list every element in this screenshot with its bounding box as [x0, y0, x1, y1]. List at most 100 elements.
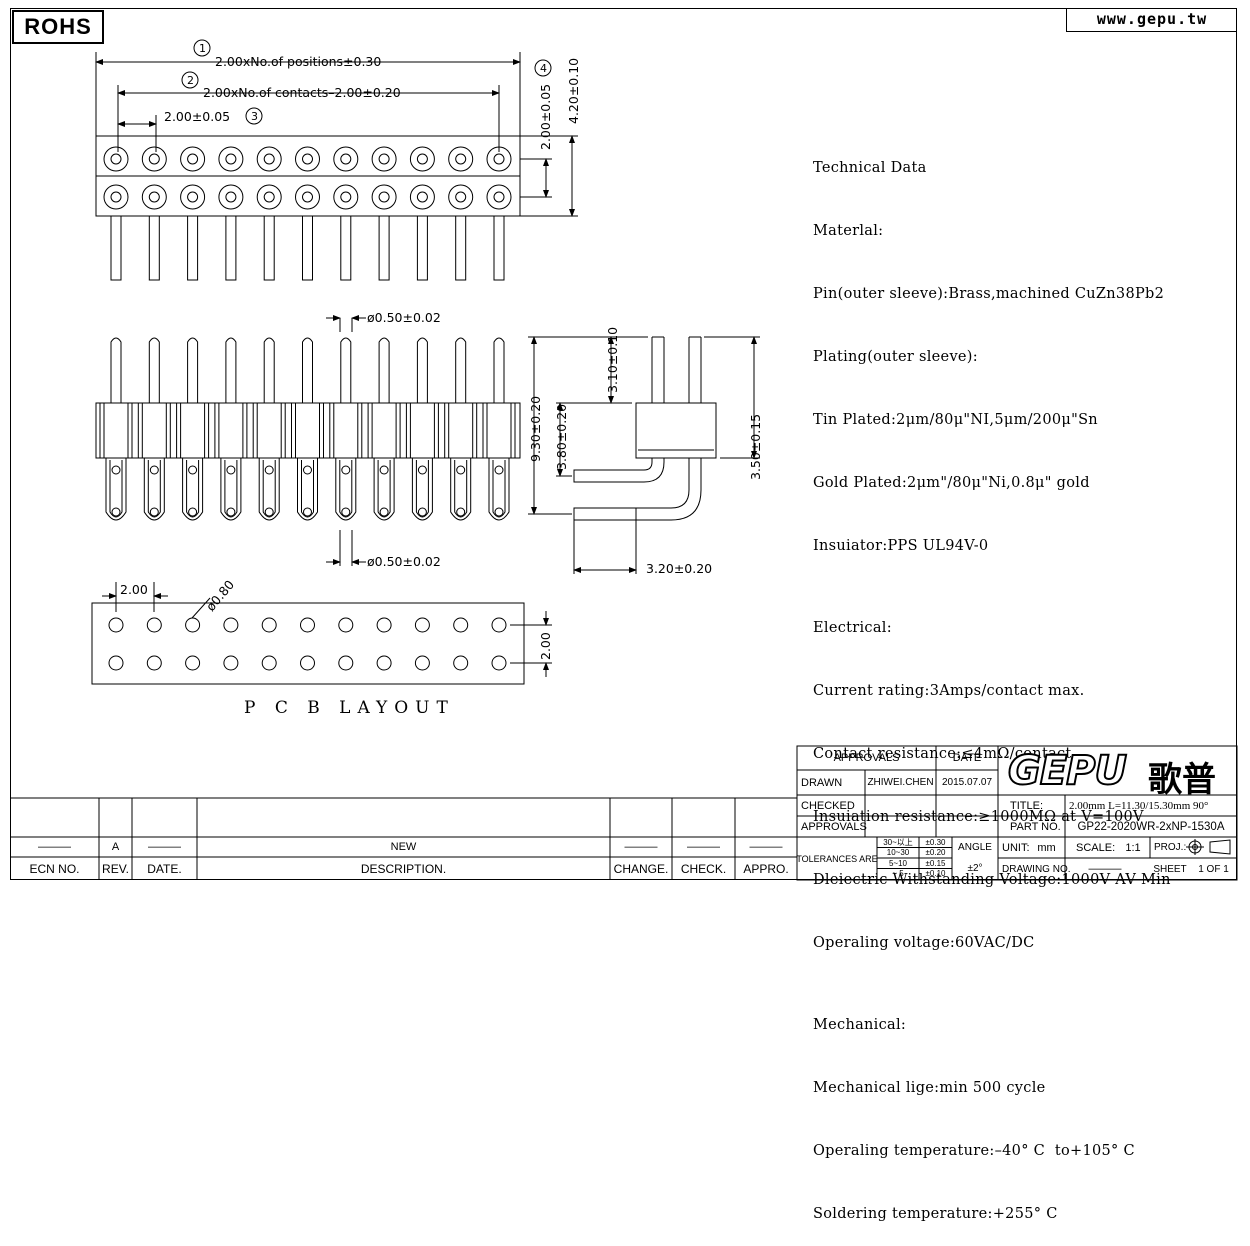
pin-leg	[416, 216, 428, 281]
rev-appro-value: ———	[749, 841, 783, 853]
front-view	[95, 315, 521, 566]
contact-sleeve	[373, 458, 395, 521]
dim-low-height: 3.80±0.20	[554, 404, 569, 470]
dim-pcb-pitch-x: 2.00	[120, 582, 148, 597]
checked-label: CHECKED	[801, 799, 855, 812]
sleeve-body	[291, 402, 324, 459]
socket-outer	[409, 146, 435, 172]
contact-dot	[494, 507, 504, 517]
socket-inner	[225, 191, 237, 203]
sleeve-body	[444, 402, 478, 459]
dim-row-pitch: 2.00±0.05	[538, 84, 553, 150]
socket-inner	[493, 153, 505, 165]
pcb-hole	[261, 617, 277, 633]
pcb-hole	[376, 655, 392, 671]
dim-pitch: 2.00±0.05	[164, 109, 230, 124]
socket-inner	[340, 191, 352, 203]
socket-outer	[180, 184, 206, 210]
proj-label: PROJ.:	[1154, 842, 1187, 853]
contact-sleeve	[105, 458, 127, 521]
tech-line: Soldering temperature:+255° C	[813, 1206, 1058, 1222]
tech-line: Mechanical lige:min 500 cycle	[813, 1080, 1046, 1096]
dim-total-height: 9.30±0.20	[528, 396, 543, 462]
scale-label: SCALE:	[1076, 841, 1116, 854]
contact-inner	[339, 460, 353, 518]
rev-value: A	[111, 841, 120, 853]
dim-top-height: 3.10±0.10	[605, 327, 620, 393]
socket-inner	[148, 191, 160, 203]
pcb-hole	[185, 617, 201, 633]
socket-inner	[225, 153, 237, 165]
pcb-hole	[453, 617, 469, 633]
tech-line: Current rating:3Amps/contact max.	[813, 683, 1085, 699]
socket-inner	[187, 191, 199, 203]
approvals-label: APPROVALS	[801, 820, 867, 833]
sleeve-body	[214, 402, 248, 459]
header-appro: APPRO.	[743, 861, 789, 876]
contact-dot	[111, 465, 121, 475]
contact-inner	[109, 460, 123, 518]
pin-tail	[455, 337, 467, 403]
pin-leg	[340, 216, 352, 281]
tol-value-4: ±0.10	[925, 869, 946, 879]
socket-inner	[187, 153, 199, 165]
contact-inner	[224, 460, 238, 518]
dim-pcb-pitch-y: 2.00	[538, 632, 553, 660]
dim-contacts: 2.00xNo.of contacts–2.00±0.20	[203, 85, 401, 100]
rev-date-value: ———	[148, 841, 181, 853]
contact-dot	[264, 465, 274, 475]
tech-line: Mechanical:	[813, 1017, 907, 1033]
angle-label: ANGLE	[958, 841, 992, 853]
tech-line: Materlal:	[813, 223, 884, 239]
contact-dot	[226, 507, 236, 517]
socket-inner	[378, 191, 390, 203]
pcb-hole	[376, 617, 392, 633]
contact-dot	[456, 507, 466, 517]
contact-inner	[262, 460, 276, 518]
contact-inner	[377, 460, 391, 518]
socket-inner	[455, 153, 467, 165]
header-ecn: ECN NO.	[29, 861, 80, 876]
socket-outer	[409, 184, 435, 210]
contact-sleeve	[143, 458, 165, 521]
contact-dot	[341, 507, 351, 517]
sleeve-body	[176, 402, 210, 459]
sleeve-body	[482, 402, 516, 459]
socket-outer	[256, 146, 282, 172]
contact-dot	[379, 465, 389, 475]
drawing-frame	[10, 8, 1237, 880]
title-block-lines	[10, 745, 1238, 881]
drawn-label: DRAWN	[801, 776, 843, 789]
socket-inner	[416, 153, 428, 165]
pcb-hole	[338, 655, 354, 671]
tech-line: Dleiectric Withstanding Voltage:1000V AV…	[813, 872, 1171, 888]
socket-outer	[371, 184, 397, 210]
sleeve-body	[137, 402, 171, 459]
pin-leg	[493, 216, 505, 281]
pin-tail	[378, 337, 390, 403]
contact-dot	[303, 507, 312, 517]
socket-outer	[448, 146, 474, 172]
contact-sleeve	[258, 458, 280, 521]
pcb-hole	[108, 655, 124, 671]
pcb-hole	[261, 655, 277, 671]
pin-tail	[225, 337, 237, 403]
drawn-date: 2015.07.07	[941, 777, 993, 788]
pin-tail	[110, 337, 122, 403]
contact-inner	[454, 460, 468, 518]
tech-line: Insuiator:PPS UL94V-0	[813, 538, 989, 554]
pin-leg	[263, 216, 275, 281]
socket-inner	[263, 191, 275, 203]
pcb-layout-label: P C B LAYOUT	[244, 698, 455, 718]
contact-sleeve	[182, 458, 204, 521]
rev-ecn-value: ———	[38, 841, 71, 853]
socket-outer	[333, 146, 359, 172]
pin-leg	[187, 216, 199, 281]
socket-outer	[180, 146, 206, 172]
tolerances-label: TOLERANCES ARE	[796, 853, 878, 864]
socket-outer	[256, 184, 282, 210]
technical-data: Technical Data Materlal: Pin(outer sleev…	[813, 116, 1171, 1246]
header-check: CHECK.	[680, 861, 727, 876]
side-view	[528, 336, 760, 574]
contact-dot	[188, 465, 198, 475]
